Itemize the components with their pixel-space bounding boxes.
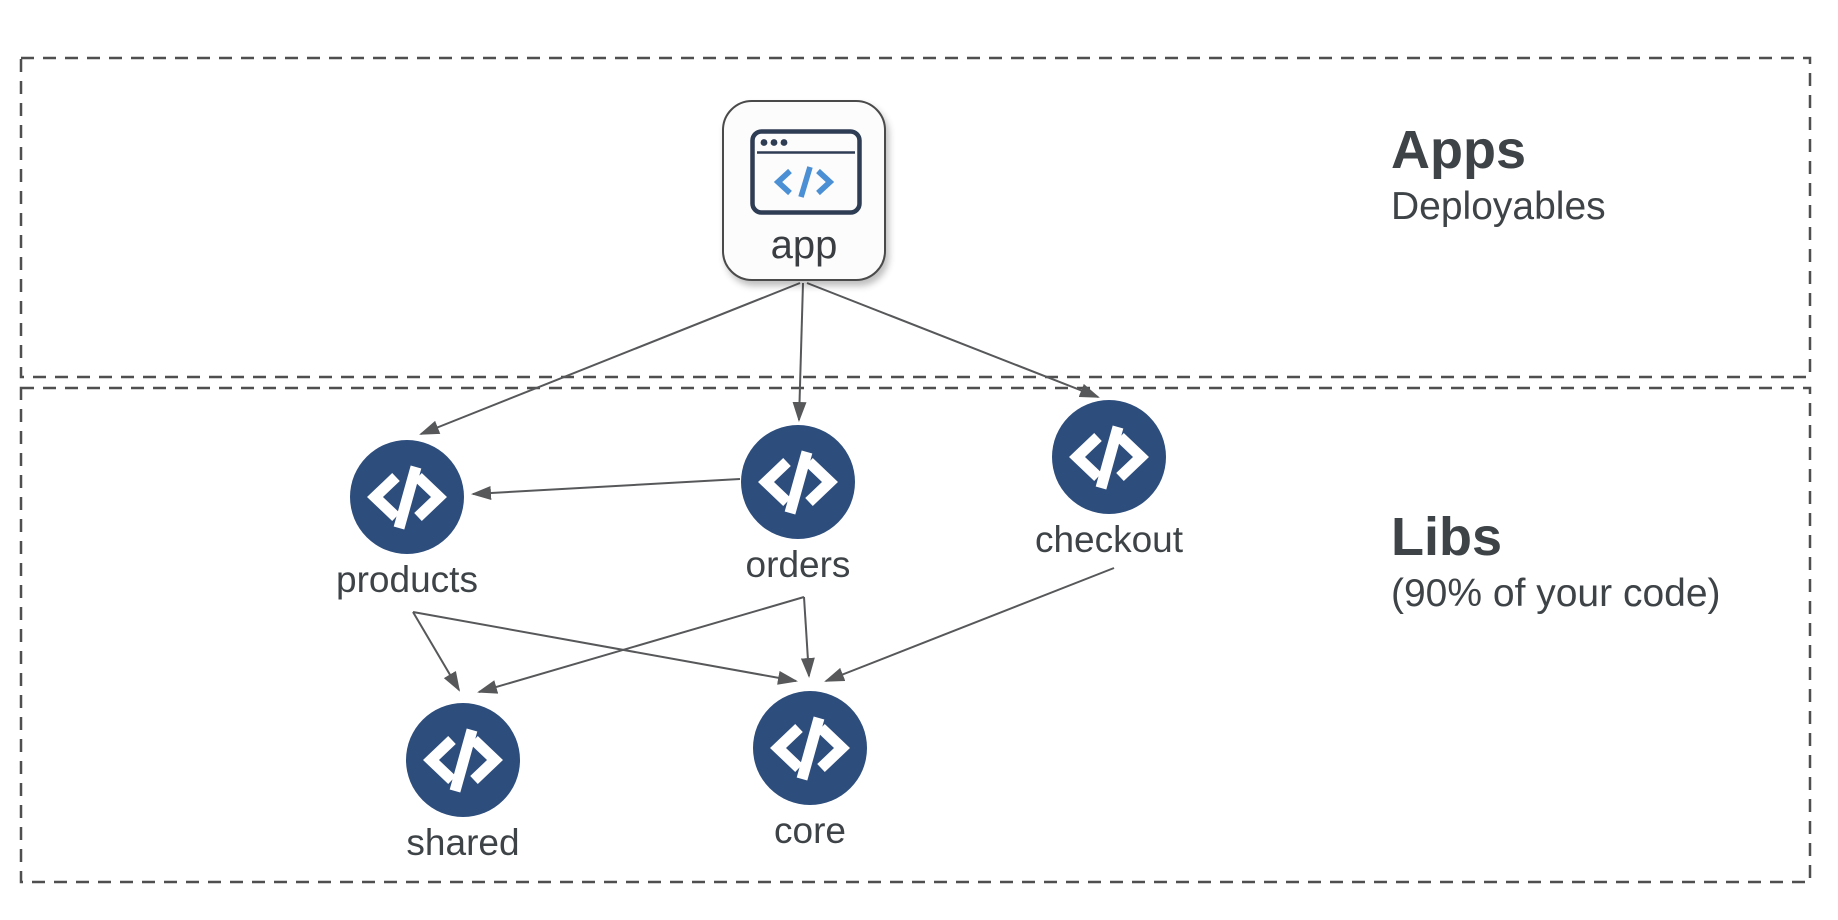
node-checkout-label: checkout: [1034, 519, 1184, 560]
dependency-arrow-orders-to-shared: [477, 596, 805, 694]
libs-section-border: [19, 386, 1812, 884]
code-icon: [770, 716, 850, 781]
node-orders-label: orders: [745, 544, 851, 585]
code-icon: [1069, 425, 1149, 490]
dependency-arrow-app-to-checkout: [806, 282, 1100, 398]
browser-code-icon: [750, 129, 862, 215]
dependency-arrow-products-to-core: [412, 611, 798, 685]
node-core-label: core: [774, 810, 846, 851]
libs-title: Libs: [1391, 507, 1503, 567]
node-products: products: [297, 440, 517, 602]
code-icon: [367, 465, 447, 530]
node-app-label: app: [770, 223, 838, 267]
apps-section-border: [19, 56, 1812, 379]
apps-title: Apps: [1391, 120, 1526, 180]
node-orders: orders: [688, 425, 908, 587]
libs-section-label: Libs (90% of your code): [1391, 505, 1721, 619]
node-shared-label: shared: [406, 822, 520, 863]
code-icon: [758, 450, 838, 515]
dependency-arrow-orders-to-products: [471, 478, 741, 500]
node-core: core: [700, 691, 920, 853]
node-shared: shared: [353, 703, 573, 865]
node-app: app: [722, 100, 886, 281]
dependency-arrow-orders-to-core: [800, 596, 815, 678]
dependency-arrow-products-to-shared: [412, 611, 461, 692]
node-products-label: products: [336, 559, 478, 600]
node-checkout: checkout: [999, 400, 1219, 562]
apps-section-label: Apps Deployables: [1391, 118, 1606, 232]
libs-subtitle: (90% of your code): [1391, 571, 1721, 615]
apps-subtitle: Deployables: [1391, 184, 1606, 228]
dependency-arrow-app-to-orders: [792, 282, 807, 422]
dependency-arrow-checkout-to-core: [824, 567, 1115, 682]
dependency-arrow-app-to-products: [419, 282, 801, 435]
code-icon: [423, 728, 503, 793]
